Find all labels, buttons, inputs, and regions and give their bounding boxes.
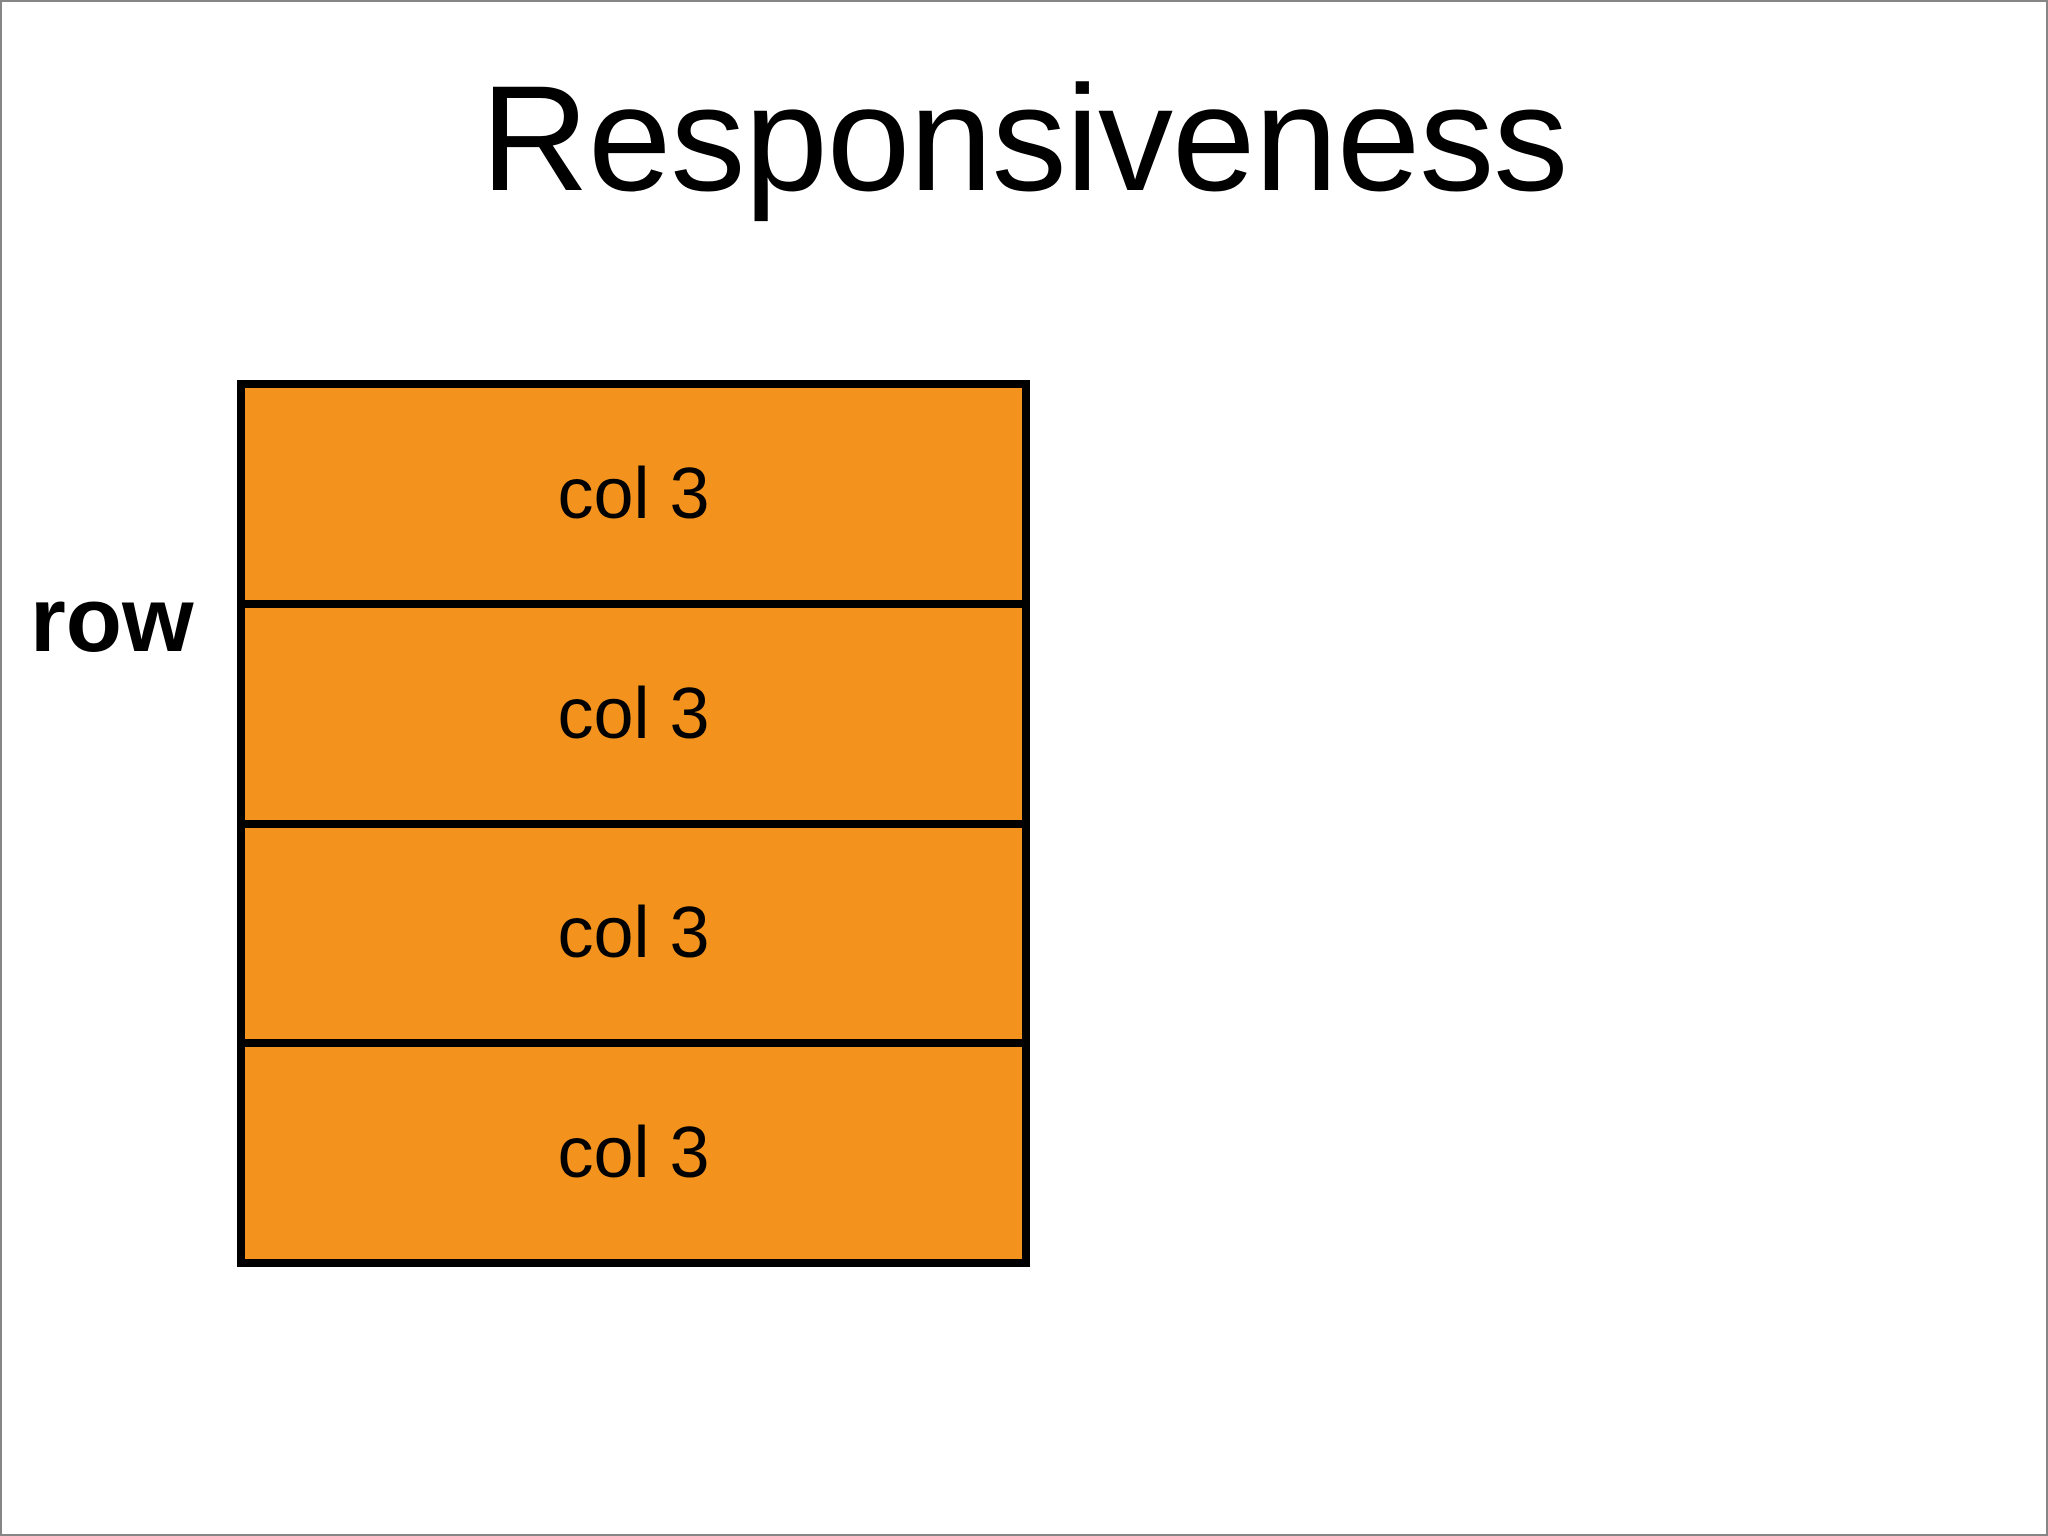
row-container: col 3 col 3 col 3 col 3 bbox=[237, 380, 1030, 1267]
column-label: col 3 bbox=[557, 1113, 710, 1194]
column-block: col 3 bbox=[245, 388, 1022, 600]
column-block: col 3 bbox=[245, 607, 1022, 820]
column-label: col 3 bbox=[557, 673, 710, 754]
slide-title: Responsiveness bbox=[480, 54, 1569, 222]
column-block: col 3 bbox=[245, 827, 1022, 1040]
column-label: col 3 bbox=[557, 893, 710, 974]
column-block: col 3 bbox=[245, 1047, 1022, 1259]
column-label: col 3 bbox=[557, 453, 710, 534]
row-label: row bbox=[30, 569, 194, 671]
